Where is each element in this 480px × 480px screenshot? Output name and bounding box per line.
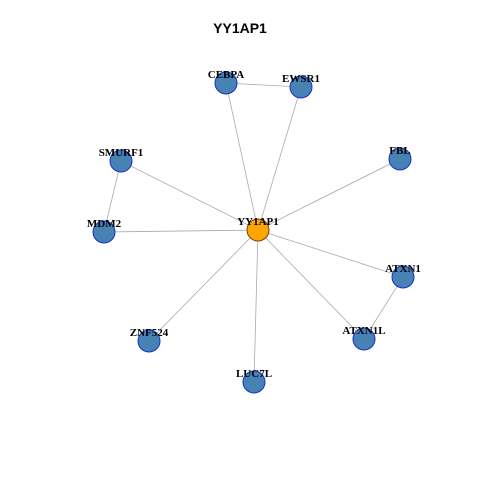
node-ewsr1 <box>289 75 313 99</box>
node-znf524 <box>137 329 161 353</box>
node-label-znf524: ZNF524 <box>130 327 169 339</box>
node-label-atxn1l: ATXN1L <box>342 325 385 337</box>
edge-yy1ap1-fbl <box>257 158 401 231</box>
node-smurf1 <box>109 149 133 173</box>
node-atxn1 <box>391 265 415 289</box>
edge-layer <box>103 82 404 383</box>
node-layer <box>92 71 415 394</box>
edge-smurf1-mdm2 <box>103 160 122 233</box>
edge-cebpa-ewsr1 <box>225 82 302 88</box>
node-luc7l <box>242 370 266 394</box>
edge-yy1ap1-mdm2 <box>103 229 259 233</box>
edge-yy1ap1-atxn1l <box>257 229 365 340</box>
node-label-luc7l: LUC7L <box>236 368 272 380</box>
node-label-atxn1: ATXN1 <box>385 263 421 275</box>
node-label-mdm2: MDM2 <box>87 218 122 230</box>
node-mdm2 <box>92 220 116 244</box>
edge-atxn1-atxn1l <box>363 276 404 340</box>
edge-yy1ap1-ewsr1 <box>257 86 302 231</box>
node-atxn1l <box>352 327 376 351</box>
node-label-fbl: FBL <box>389 145 410 157</box>
node-label-cebpa: CEBPA <box>208 69 245 81</box>
edge-yy1ap1-smurf1 <box>120 160 259 231</box>
node-yy1ap1 <box>246 218 270 242</box>
node-fbl <box>388 147 412 171</box>
node-label-ewsr1: EWSR1 <box>282 73 320 85</box>
node-label-yy1ap1: YY1AP1 <box>237 216 279 228</box>
edge-yy1ap1-znf524 <box>148 229 259 342</box>
edge-yy1ap1-luc7l <box>253 229 259 383</box>
node-cebpa <box>214 71 238 95</box>
diagram-title: YY1AP1 <box>213 20 267 36</box>
edge-yy1ap1-atxn1 <box>257 229 404 278</box>
edge-yy1ap1-cebpa <box>225 82 259 231</box>
node-label-smurf1: SMURF1 <box>99 147 144 159</box>
